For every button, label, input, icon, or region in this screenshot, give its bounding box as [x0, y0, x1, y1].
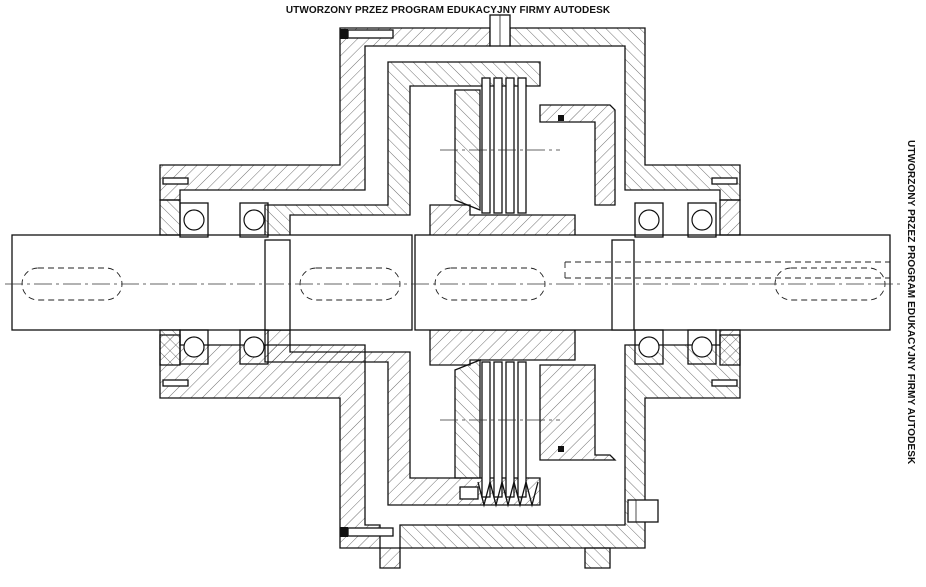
output-shaft — [414, 234, 891, 331]
inner-drum — [264, 61, 541, 506]
bearing-covers — [159, 199, 741, 366]
housing-left-top — [159, 27, 491, 201]
input-shaft — [11, 234, 413, 331]
piston — [539, 104, 617, 461]
oil-plug-top — [489, 14, 511, 47]
watermark-side: UTWORZONY PRZEZ PROGRAM EDUKACYJNY FIRMY… — [905, 140, 916, 465]
nut-bottom-right — [627, 499, 659, 523]
bolts — [162, 29, 738, 537]
bearings — [179, 202, 717, 365]
clutch-hub — [429, 204, 576, 366]
friction-discs — [481, 77, 527, 498]
compression-spring — [459, 479, 539, 508]
hub-centerlines — [440, 149, 560, 421]
pressure-plate — [454, 89, 481, 479]
watermark-top: UTWORZONY PRZEZ PROGRAM EDUKACYJNY FIRMY… — [285, 5, 611, 16]
